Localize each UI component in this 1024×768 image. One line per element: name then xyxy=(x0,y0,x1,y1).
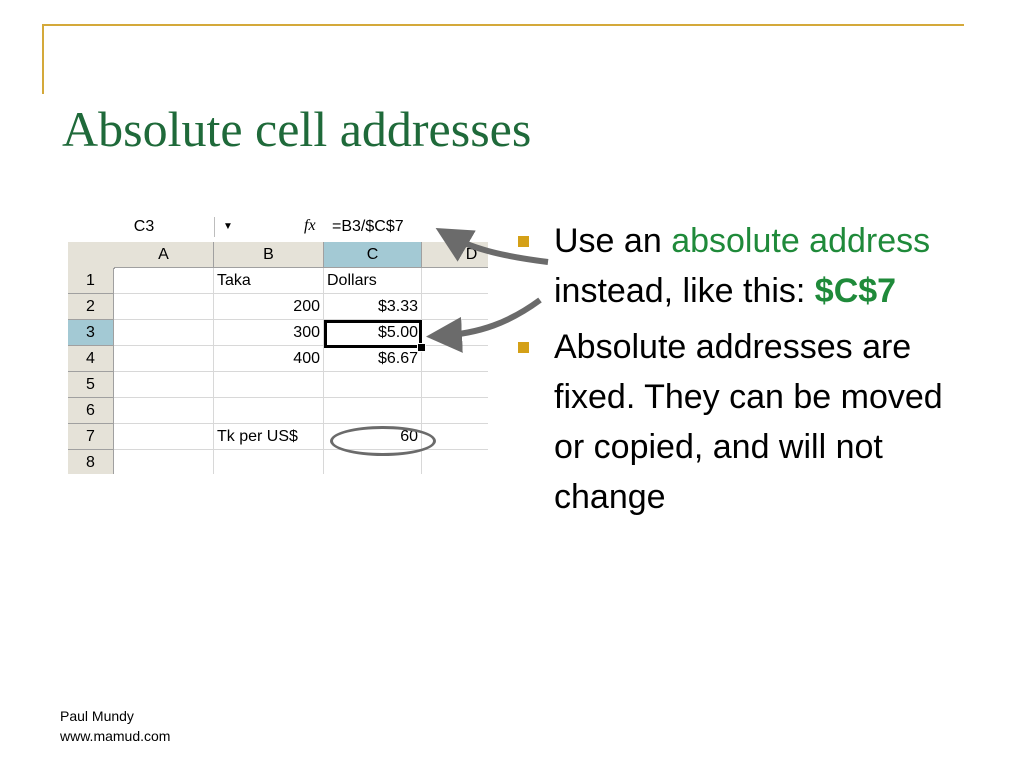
row-header-2[interactable]: 2 xyxy=(68,294,114,320)
cell-c2[interactable]: $3.33 xyxy=(324,294,422,320)
cell-a1[interactable] xyxy=(114,268,214,294)
active-cell-outline xyxy=(324,320,422,348)
cell-d3[interactable] xyxy=(422,320,488,346)
footer: Paul Mundy www.mamud.com xyxy=(60,706,170,746)
cell-a5[interactable] xyxy=(114,372,214,398)
cell-c5[interactable] xyxy=(324,372,422,398)
dropdown-arrow-icon[interactable]: ▼ xyxy=(223,221,233,232)
cell-a3[interactable] xyxy=(114,320,214,346)
bullet-1-highlight: absolute address xyxy=(671,222,931,260)
name-box[interactable]: C3 xyxy=(74,217,215,237)
row-header-8[interactable]: 8 xyxy=(68,450,114,474)
cell-b1[interactable]: Taka xyxy=(214,268,324,294)
bullet-marker-icon xyxy=(518,236,529,247)
formula-bar: C3 ▼ fx =B3/$C$7 xyxy=(68,214,488,243)
cell-b2[interactable]: 200 xyxy=(214,294,324,320)
cell-d6[interactable] xyxy=(422,398,488,424)
bullet-1-code: $C$7 xyxy=(814,272,897,310)
bullet-marker-icon xyxy=(518,342,529,353)
cell-d2[interactable] xyxy=(422,294,488,320)
cell-c4[interactable]: $6.67 xyxy=(324,346,422,372)
highlight-oval xyxy=(330,426,436,456)
column-header-d[interactable]: D xyxy=(422,242,488,268)
cell-a4[interactable] xyxy=(114,346,214,372)
row-header-3[interactable]: 3 xyxy=(68,320,114,346)
decorative-top-line xyxy=(42,24,964,26)
decorative-side-line xyxy=(42,24,44,94)
fill-handle[interactable] xyxy=(417,343,426,352)
cell-b5[interactable] xyxy=(214,372,324,398)
cell-a8[interactable] xyxy=(114,450,214,474)
cell-b3[interactable]: 300 xyxy=(214,320,324,346)
cell-c6[interactable] xyxy=(324,398,422,424)
column-header-a[interactable]: A xyxy=(114,242,214,268)
cell-c1[interactable]: Dollars xyxy=(324,268,422,294)
spreadsheet-screenshot: C3 ▼ fx =B3/$C$7 A B C D 1 2 3 4 5 6 7 8… xyxy=(68,214,488,474)
bullet-2-text: Absolute addresses are fixed. They can b… xyxy=(554,328,943,516)
row-header-1[interactable]: 1 xyxy=(68,268,114,294)
cell-b7[interactable]: Tk per US$ xyxy=(214,424,324,450)
cell-b4[interactable]: 400 xyxy=(214,346,324,372)
footer-url: www.mamud.com xyxy=(60,728,171,744)
bullet-list: Use an absolute address instead, like th… xyxy=(514,216,964,528)
bullet-1-prefix: Use an xyxy=(554,222,672,260)
bullet-item-2: Absolute addresses are fixed. They can b… xyxy=(514,322,964,522)
cell-d7[interactable] xyxy=(422,424,488,450)
column-header-b[interactable]: B xyxy=(214,242,324,268)
cell-a6[interactable] xyxy=(114,398,214,424)
footer-author: Paul Mundy xyxy=(60,708,134,724)
bullet-1-middle: instead, like this: xyxy=(554,272,815,310)
row-header-5[interactable]: 5 xyxy=(68,372,114,398)
cell-b6[interactable] xyxy=(214,398,324,424)
formula-text[interactable]: =B3/$C$7 xyxy=(332,218,404,235)
cell-b8[interactable] xyxy=(214,450,324,474)
cell-d1[interactable] xyxy=(422,268,488,294)
cell-d8[interactable] xyxy=(422,450,488,474)
bullet-item-1: Use an absolute address instead, like th… xyxy=(514,216,964,316)
cell-a7[interactable] xyxy=(114,424,214,450)
row-header-4[interactable]: 4 xyxy=(68,346,114,372)
column-header-c[interactable]: C xyxy=(324,242,422,268)
cell-a2[interactable] xyxy=(114,294,214,320)
fx-icon[interactable]: fx xyxy=(304,217,316,234)
cell-d5[interactable] xyxy=(422,372,488,398)
slide-title: Absolute cell addresses xyxy=(62,101,532,157)
cell-d4[interactable] xyxy=(422,346,488,372)
row-header-6[interactable]: 6 xyxy=(68,398,114,424)
cell-c8[interactable] xyxy=(324,450,422,474)
row-header-7[interactable]: 7 xyxy=(68,424,114,450)
select-all-corner[interactable] xyxy=(68,242,115,269)
